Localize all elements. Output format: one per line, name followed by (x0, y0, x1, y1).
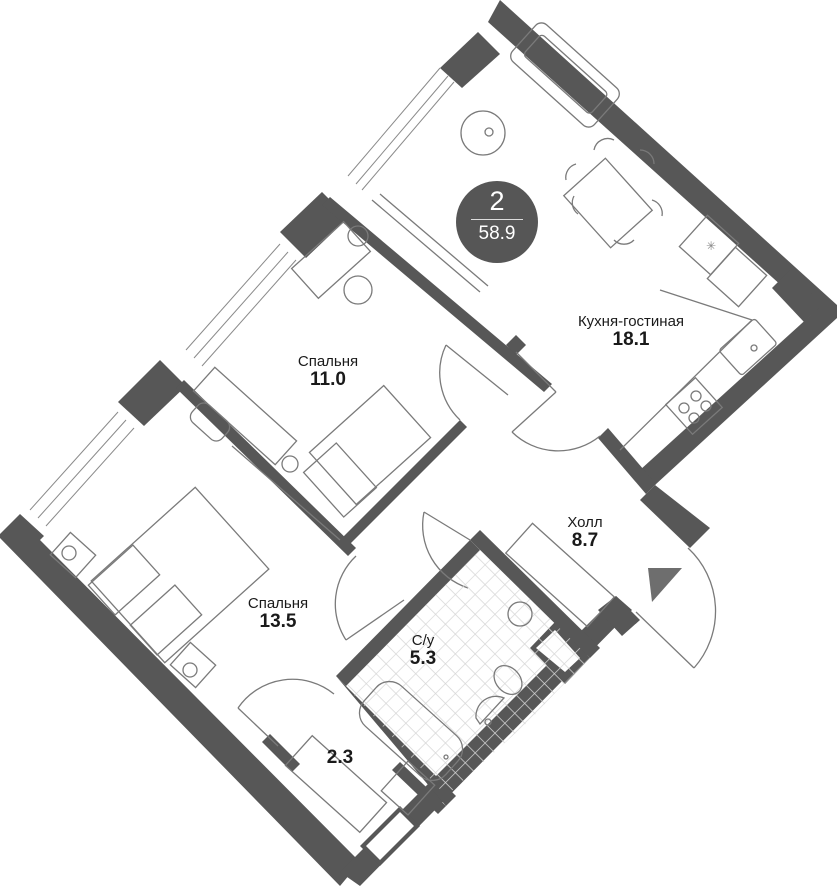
door-entrance (635, 547, 717, 669)
fridge-icon: ✳ (678, 214, 768, 308)
wall-bed1-door-jamb (506, 335, 526, 355)
apartment-summary-badge: 2 58.9 (456, 181, 538, 263)
wall-bed1-bed2 (176, 380, 356, 556)
room-label-bathroom: С/у 5.3 (409, 632, 437, 669)
bed-single-icon (302, 384, 432, 518)
toilet-icon (493, 665, 523, 695)
bathroom-tiles (346, 550, 590, 796)
chair-icon (343, 275, 373, 305)
wall-hall-se (598, 596, 640, 636)
room-label-bedroom-2: Спальня 13.5 (247, 595, 309, 632)
hall-wardrobe-icon (504, 522, 616, 628)
wall-pier-top (440, 32, 500, 88)
closet-wardrobe-icon (284, 734, 436, 834)
room-label-hall: Холл 8.7 (567, 514, 603, 551)
door-living (511, 351, 601, 452)
room-label-wardrobe: 2.3 (326, 747, 354, 768)
room-label-kitchen-living: Кухня-гостиная 18.1 (577, 313, 685, 350)
sink-icon (719, 318, 777, 376)
wardrobe-bedroom-1 (192, 366, 299, 473)
wall-pier-low (118, 360, 186, 426)
door-bedroom-2 (334, 555, 405, 641)
stove-icon (664, 376, 724, 436)
wall-bed2-wardrobe (262, 734, 300, 772)
wall-hall-e (640, 485, 710, 548)
kitchen-counter (619, 289, 753, 451)
window-bedroom-1 (185, 243, 297, 367)
sofa-icon (510, 22, 620, 128)
dining-table-icon (562, 137, 663, 249)
wall-exterior-w (0, 514, 360, 886)
room-count: 2 (489, 186, 505, 216)
sliding-wardrobe-bedroom-1 (371, 193, 489, 293)
tv-console-icon (189, 402, 341, 541)
bed-double-icon (87, 486, 270, 664)
entrance-arrow-icon (648, 568, 682, 602)
wall-bed1-living (322, 197, 552, 392)
svg-text:✳: ✳ (706, 239, 716, 253)
nightstand-icon (49, 531, 217, 689)
desk-icon (290, 220, 372, 300)
wall-living-hall (598, 428, 656, 494)
wall-bath-n (470, 530, 600, 658)
coffee-table-icon (460, 110, 506, 156)
washbasin-icon (475, 695, 506, 726)
wall-shaft-kitchen (772, 270, 822, 322)
door-bedroom-1 (439, 344, 509, 421)
badge-divider (471, 219, 523, 220)
room-label-bedroom-1: Спальня 11.0 (297, 353, 359, 390)
wall-bath-w (336, 540, 480, 686)
window-bedroom-2 (29, 411, 135, 527)
wall-exterior-e (640, 305, 837, 485)
door-wardrobe (237, 678, 335, 747)
wall-wardrobe-bath (392, 762, 446, 814)
window-living (347, 67, 455, 191)
wall-bed1-hall (341, 420, 467, 546)
total-area: 58.9 (478, 223, 516, 244)
washing-machine-icon (507, 601, 533, 627)
wall-exterior-ne (488, 0, 837, 322)
bathtub-icon (358, 680, 464, 782)
